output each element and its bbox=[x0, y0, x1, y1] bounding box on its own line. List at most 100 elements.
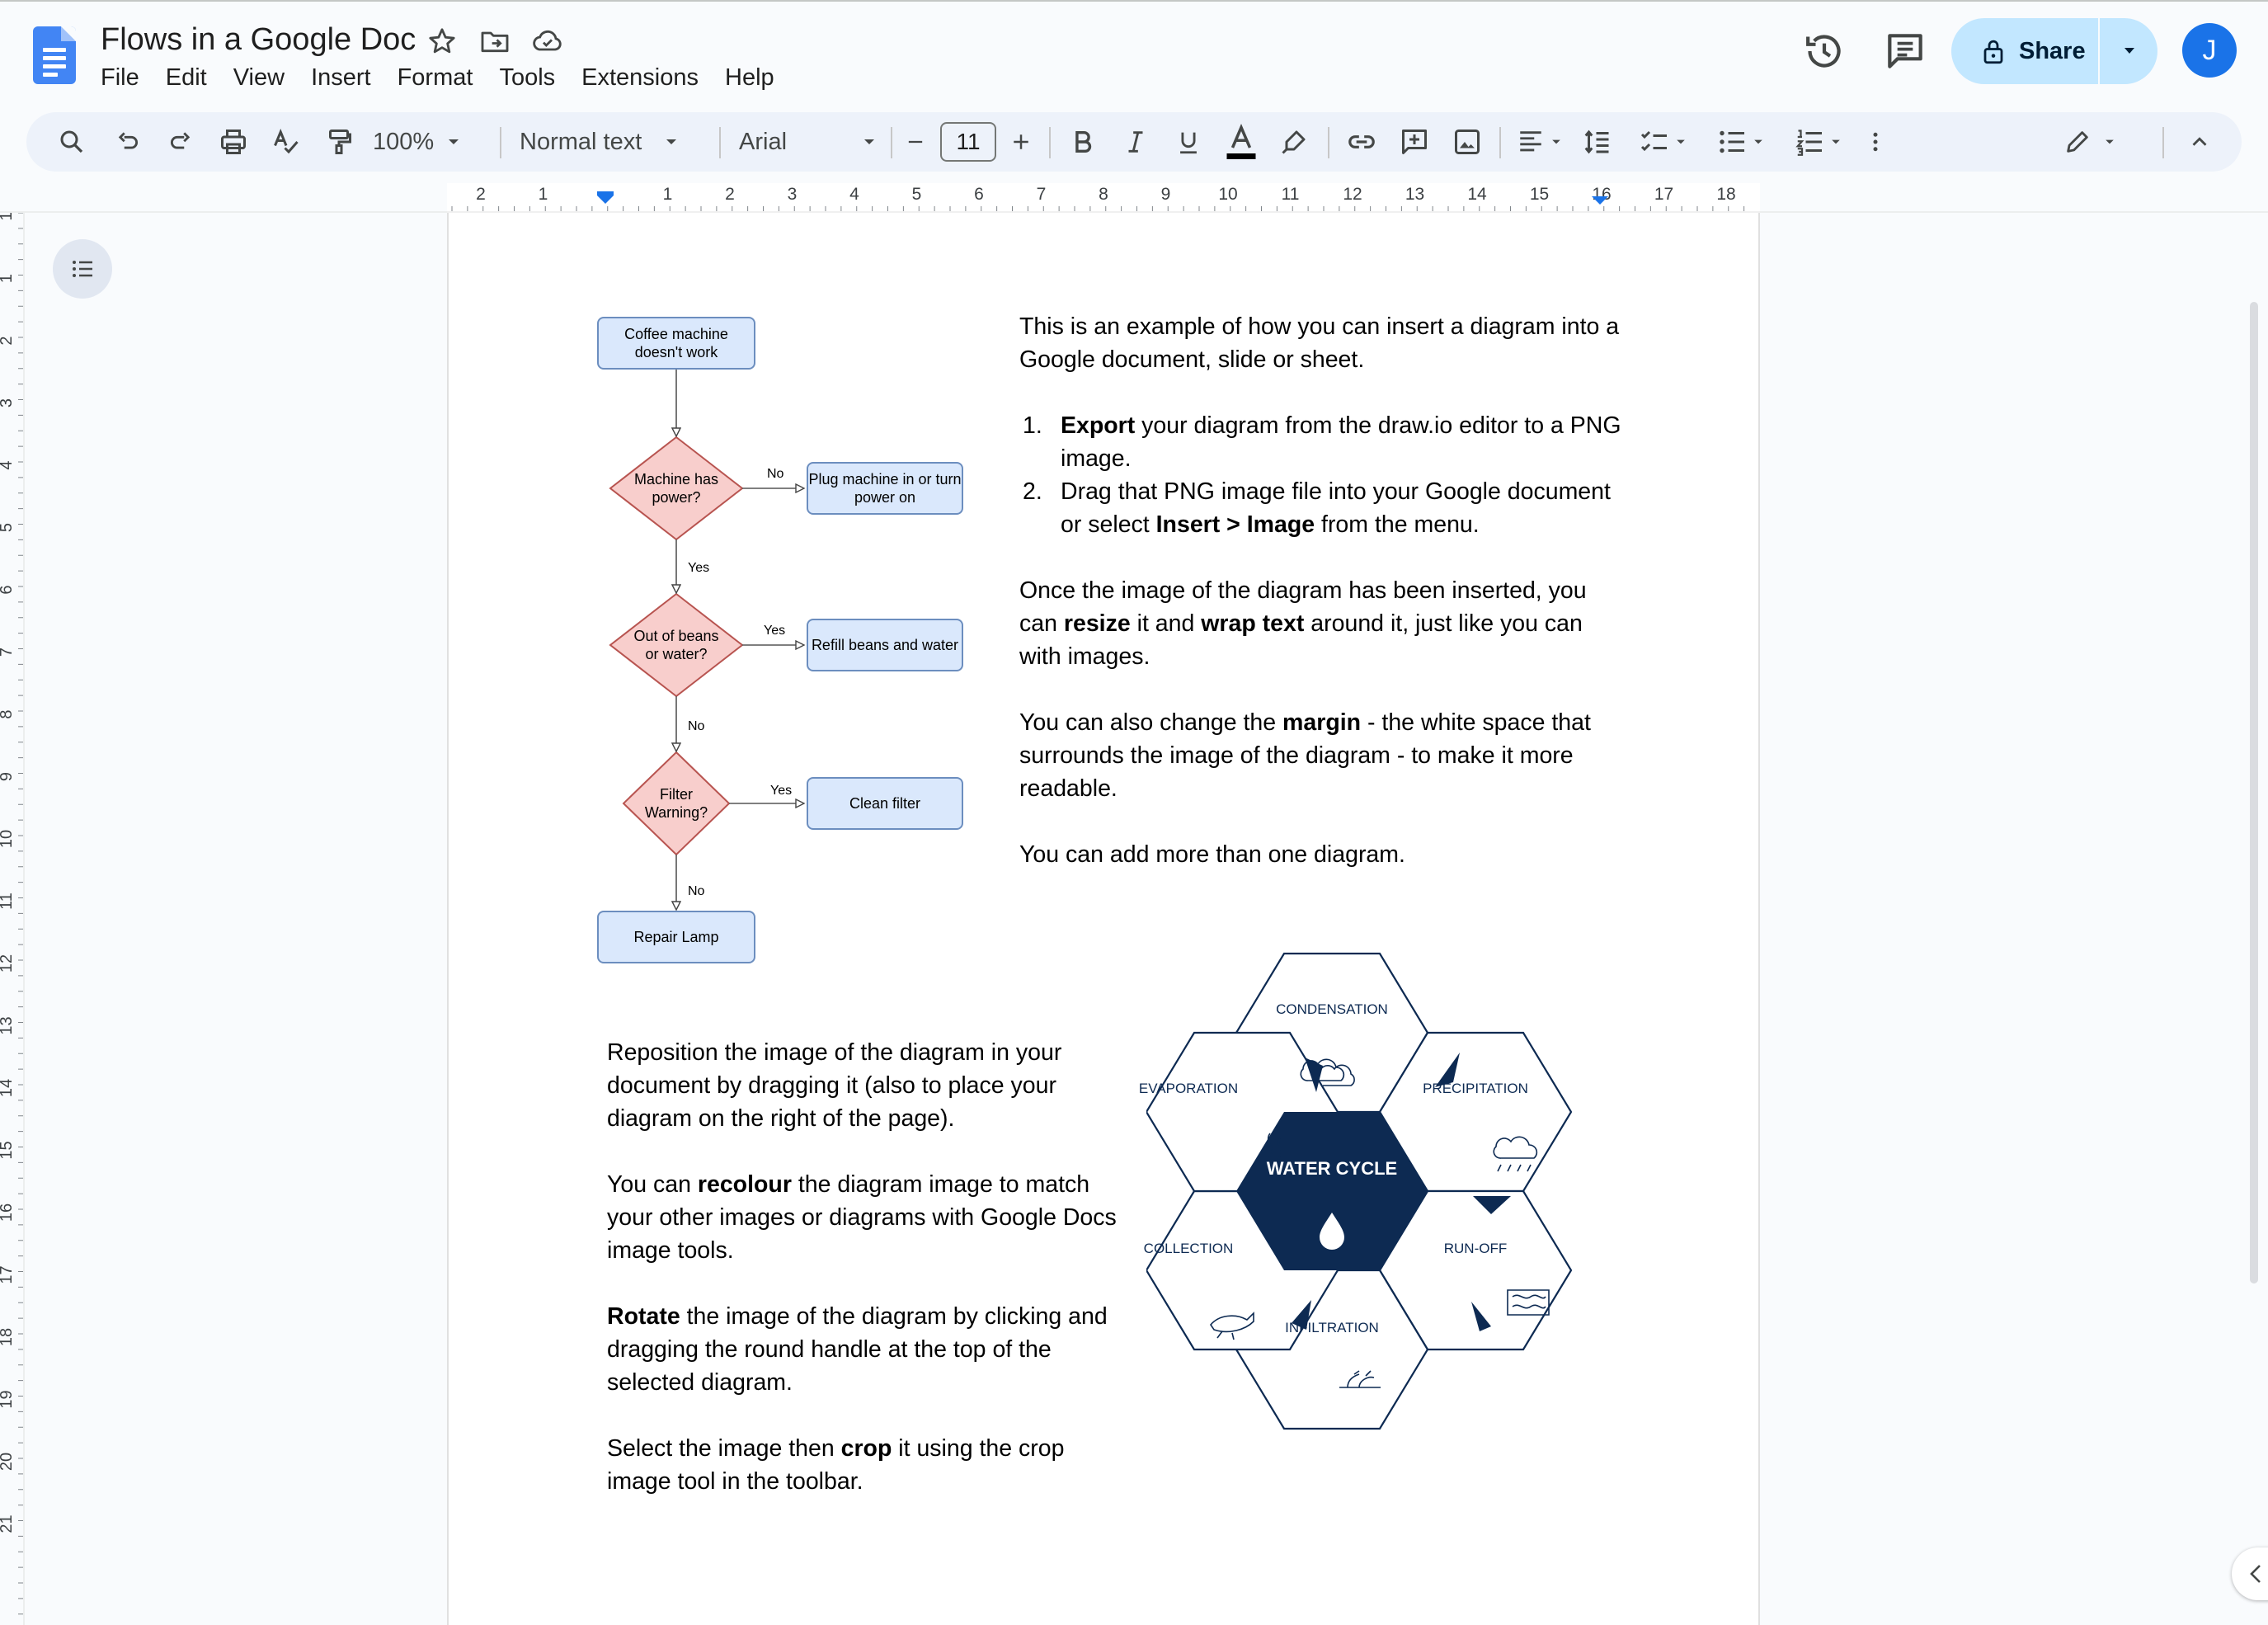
ruler-label: 2 bbox=[725, 185, 735, 204]
menu-tools[interactable]: Tools bbox=[499, 64, 556, 91]
pencil-icon bbox=[2067, 131, 2088, 153]
ruler-label: 4 bbox=[849, 185, 859, 204]
decrease-font-size-button[interactable] bbox=[899, 112, 932, 172]
paragraph: Rotate the image of the diagram by click… bbox=[607, 1303, 1108, 1396]
font-size-input[interactable]: 11 bbox=[940, 122, 996, 162]
ruler-label: 7 bbox=[1037, 185, 1047, 204]
ruler-label: 13 bbox=[0, 1016, 16, 1034]
hide-menus-button[interactable] bbox=[2179, 112, 2220, 172]
paragraph: You can recolour the diagram image to ma… bbox=[607, 1171, 1117, 1264]
ruler-label: 17 bbox=[1654, 185, 1673, 204]
menu-file[interactable]: File bbox=[101, 64, 139, 91]
flow-action-beans: Refill beans and water bbox=[807, 619, 963, 671]
list-item: 1.Export your diagram from the draw.io e… bbox=[1023, 412, 1621, 472]
star-icon[interactable] bbox=[426, 25, 459, 58]
flow-label-yes: Yes bbox=[770, 784, 793, 798]
menu-insert[interactable]: Insert bbox=[311, 64, 371, 91]
flow-action-filter: Clean filter bbox=[807, 777, 963, 830]
underline-button[interactable] bbox=[1168, 112, 1209, 172]
chevron-down-icon bbox=[1677, 139, 1685, 144]
ruler-label: 12 bbox=[0, 954, 16, 973]
plus-icon bbox=[1014, 134, 1028, 149]
ruler-label: 8 bbox=[0, 709, 16, 718]
comments-icon[interactable] bbox=[1882, 28, 1928, 74]
add-comment-button[interactable] bbox=[1394, 112, 1435, 172]
share-button-group: Share bbox=[1951, 18, 2157, 84]
ruler-label: 5 bbox=[912, 185, 922, 204]
chevron-down-icon bbox=[1832, 139, 1840, 144]
ruler-label: 14 bbox=[1467, 185, 1487, 204]
ruler-label: 1 bbox=[663, 185, 673, 204]
font-family-value: Arial bbox=[739, 128, 788, 155]
print-button[interactable] bbox=[213, 112, 254, 172]
ruler-label: 15 bbox=[0, 1141, 16, 1159]
editing-mode-button[interactable] bbox=[2057, 112, 2123, 172]
flow-start-box: Coffee machine doesn't work bbox=[597, 317, 755, 370]
label-runoff: RUN-OFF bbox=[1443, 1241, 1508, 1256]
hex-center bbox=[1236, 1112, 1428, 1270]
italic-button[interactable] bbox=[1115, 112, 1156, 172]
minus-icon bbox=[908, 140, 923, 144]
paragraph: Once the image of the diagram has been i… bbox=[1019, 577, 1587, 670]
paint-format-button[interactable] bbox=[318, 112, 360, 172]
add-comment-icon bbox=[1402, 130, 1427, 154]
document-page[interactable]: Coffee machine doesn't work Machine has … bbox=[447, 213, 1760, 1625]
text-color-button[interactable] bbox=[1221, 112, 1262, 172]
document-outline-button[interactable] bbox=[53, 239, 112, 299]
chevron-down-icon bbox=[666, 139, 677, 144]
highlighter-icon bbox=[1282, 130, 1306, 154]
share-button[interactable]: Share bbox=[1951, 18, 2100, 84]
increase-font-size-button[interactable] bbox=[1005, 112, 1038, 172]
ruler-label: 11 bbox=[1282, 185, 1300, 204]
menu-edit[interactable]: Edit bbox=[165, 64, 207, 91]
ruler-label: 12 bbox=[1343, 185, 1362, 204]
checklist-button[interactable] bbox=[1635, 112, 1692, 172]
spelling-check-button[interactable] bbox=[266, 112, 307, 172]
docs-logo-icon[interactable] bbox=[33, 26, 76, 84]
menu-view[interactable]: View bbox=[233, 64, 285, 91]
vertical-scrollbar[interactable] bbox=[2250, 302, 2258, 1284]
search-menus-button[interactable] bbox=[51, 112, 92, 172]
flowchart-image[interactable]: Coffee machine doesn't work Machine has … bbox=[597, 315, 976, 968]
water-cycle-image[interactable]: CONDENSATION PRECIPITATION RUN-OFF INFIL… bbox=[1139, 952, 1633, 1440]
account-avatar[interactable]: J bbox=[2182, 23, 2237, 78]
ruler-label: 15 bbox=[1530, 185, 1549, 204]
bulleted-list-button[interactable] bbox=[1712, 112, 1770, 172]
paragraph: Reposition the image of the diagram in y… bbox=[607, 1039, 1062, 1132]
ruler-label: 1 bbox=[0, 274, 16, 283]
document-title[interactable]: Flows in a Google Doc bbox=[101, 22, 416, 57]
highlight-color-button[interactable] bbox=[1273, 112, 1315, 172]
ruler-label: 14 bbox=[0, 1079, 16, 1097]
paragraph-style-select[interactable]: Normal text bbox=[520, 112, 726, 172]
bullet-list-icon bbox=[1720, 130, 1744, 153]
bold-icon bbox=[1075, 130, 1092, 153]
cloud-saved-icon[interactable] bbox=[531, 25, 564, 58]
align-button[interactable] bbox=[1511, 112, 1569, 172]
bold-button[interactable] bbox=[1062, 112, 1103, 172]
insert-image-button[interactable] bbox=[1447, 112, 1488, 172]
menu-extensions[interactable]: Extensions bbox=[581, 64, 699, 91]
text-block-right[interactable]: This is an example of how you can insert… bbox=[1019, 310, 1630, 904]
ruler-label: 10 bbox=[1218, 185, 1237, 204]
menu-format[interactable]: Format bbox=[397, 64, 473, 91]
line-spacing-button[interactable] bbox=[1577, 112, 1618, 172]
font-family-select[interactable]: Arial bbox=[739, 112, 887, 172]
share-label: Share bbox=[2019, 37, 2086, 64]
undo-icon bbox=[118, 132, 139, 149]
more-options-button[interactable] bbox=[1859, 112, 1892, 172]
share-dropdown-button[interactable] bbox=[2101, 18, 2157, 84]
text-block-left[interactable]: Reposition the image of the diagram in y… bbox=[607, 1036, 1118, 1531]
undo-button[interactable] bbox=[107, 112, 148, 172]
redo-button[interactable] bbox=[160, 112, 201, 172]
ruler-label: 6 bbox=[0, 585, 16, 594]
side-panel-toggle[interactable] bbox=[2232, 1547, 2268, 1600]
menu-help[interactable]: Help bbox=[725, 64, 774, 91]
vertical-ruler[interactable]: 1123456789101112131415161718192021 bbox=[0, 213, 25, 1625]
ruler-label: 2 bbox=[0, 336, 16, 345]
zoom-select[interactable]: 100% bbox=[373, 112, 488, 172]
insert-link-button[interactable] bbox=[1341, 112, 1382, 172]
numbered-list-button[interactable] bbox=[1790, 112, 1847, 172]
move-to-folder-icon[interactable] bbox=[478, 25, 511, 58]
version-history-icon[interactable] bbox=[1801, 28, 1847, 74]
